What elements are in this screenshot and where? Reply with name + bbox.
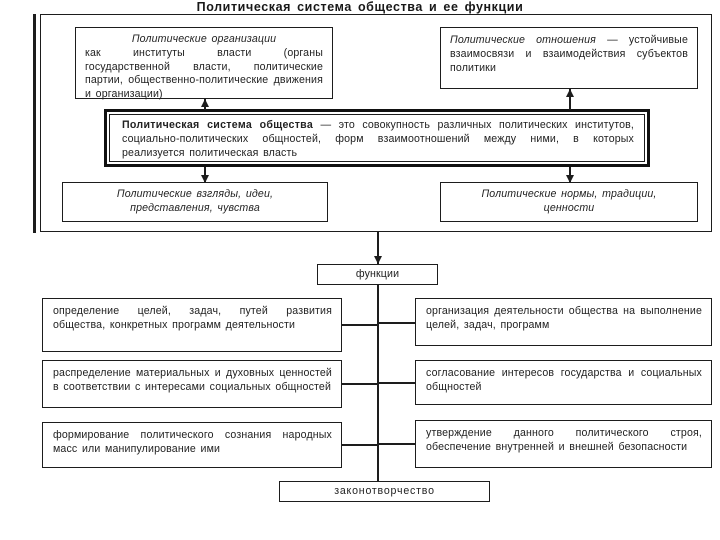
connector-right-3 — [378, 443, 415, 445]
political-relations-lead: Политические отношения — [450, 34, 596, 46]
outer-box-left-rule — [33, 14, 36, 233]
function-box-goals: определение целей, задач, путей развития… — [42, 298, 342, 352]
connector-right-1 — [378, 322, 415, 324]
political-norms-box: Политические нормы, традиции, ценности — [440, 182, 698, 222]
connector-arrow-down-left-head — [201, 175, 209, 183]
functions-label-box: функции — [317, 264, 438, 285]
connector-left-3 — [342, 444, 377, 446]
function-coordination-text: согласование интересов государства и соц… — [426, 367, 702, 393]
function-goals-text: определение целей, задач, путей развития… — [53, 305, 332, 331]
function-box-security: утверждение данного политического строя,… — [415, 420, 712, 468]
function-organization-text: организация деятельности общества на вып… — [426, 305, 702, 331]
political-system-definition-box: Политическая система общества — это сово… — [104, 109, 650, 167]
connector-arrow-up-right-head — [566, 89, 574, 97]
function-consciousness-text: формирование политического сознания наро… — [53, 429, 332, 455]
political-relations-box: Политические отношения — устойчивые взаи… — [440, 27, 698, 89]
connector-arrow-up-left-head — [201, 99, 209, 107]
functions-label: функции — [355, 267, 400, 280]
diagram-title: Политическая система общества и ее функц… — [196, 0, 524, 14]
political-system-definition-text: — это совокупность различных политически… — [122, 119, 634, 159]
connector-arrow-down-right-head — [566, 175, 574, 183]
political-organizations-lead: Политические организации — [131, 33, 277, 45]
lawmaking-box: законотворчество — [279, 481, 490, 502]
function-distribution-text: распределение материальных и духовных це… — [53, 367, 332, 393]
function-security-text: утверждение данного политического строя,… — [426, 427, 702, 453]
connector-arrow-functions-line — [377, 232, 379, 264]
function-box-coordination: согласование интересов государства и соц… — [415, 360, 712, 405]
political-relations-text: — устойчивые взаимосвязи и взаимодействи… — [450, 34, 688, 74]
lawmaking-label: законотворчество — [334, 484, 435, 497]
connector-right-2 — [378, 382, 415, 384]
political-organizations-text: как институты власти (органы государстве… — [85, 46, 323, 101]
connector-arrow-functions-head — [374, 256, 382, 264]
political-views-text: Политические взгляды, идеи, представлени… — [116, 188, 274, 214]
connector-left-2 — [342, 383, 377, 385]
connector-arrow-up-right-line — [569, 89, 571, 110]
function-box-consciousness: формирование политического сознания наро… — [42, 422, 342, 468]
political-system-definition-lead: Политическая система общества — [122, 119, 314, 131]
function-box-distribution: распределение материальных и духовных це… — [42, 360, 342, 408]
political-views-box: Политические взгляды, идеи, представлени… — [62, 182, 328, 222]
functions-trunk-line — [377, 285, 379, 481]
function-box-organization: организация деятельности общества на вып… — [415, 298, 712, 346]
connector-left-1 — [342, 324, 377, 326]
political-norms-text: Политические нормы, традиции, ценности — [481, 188, 657, 214]
